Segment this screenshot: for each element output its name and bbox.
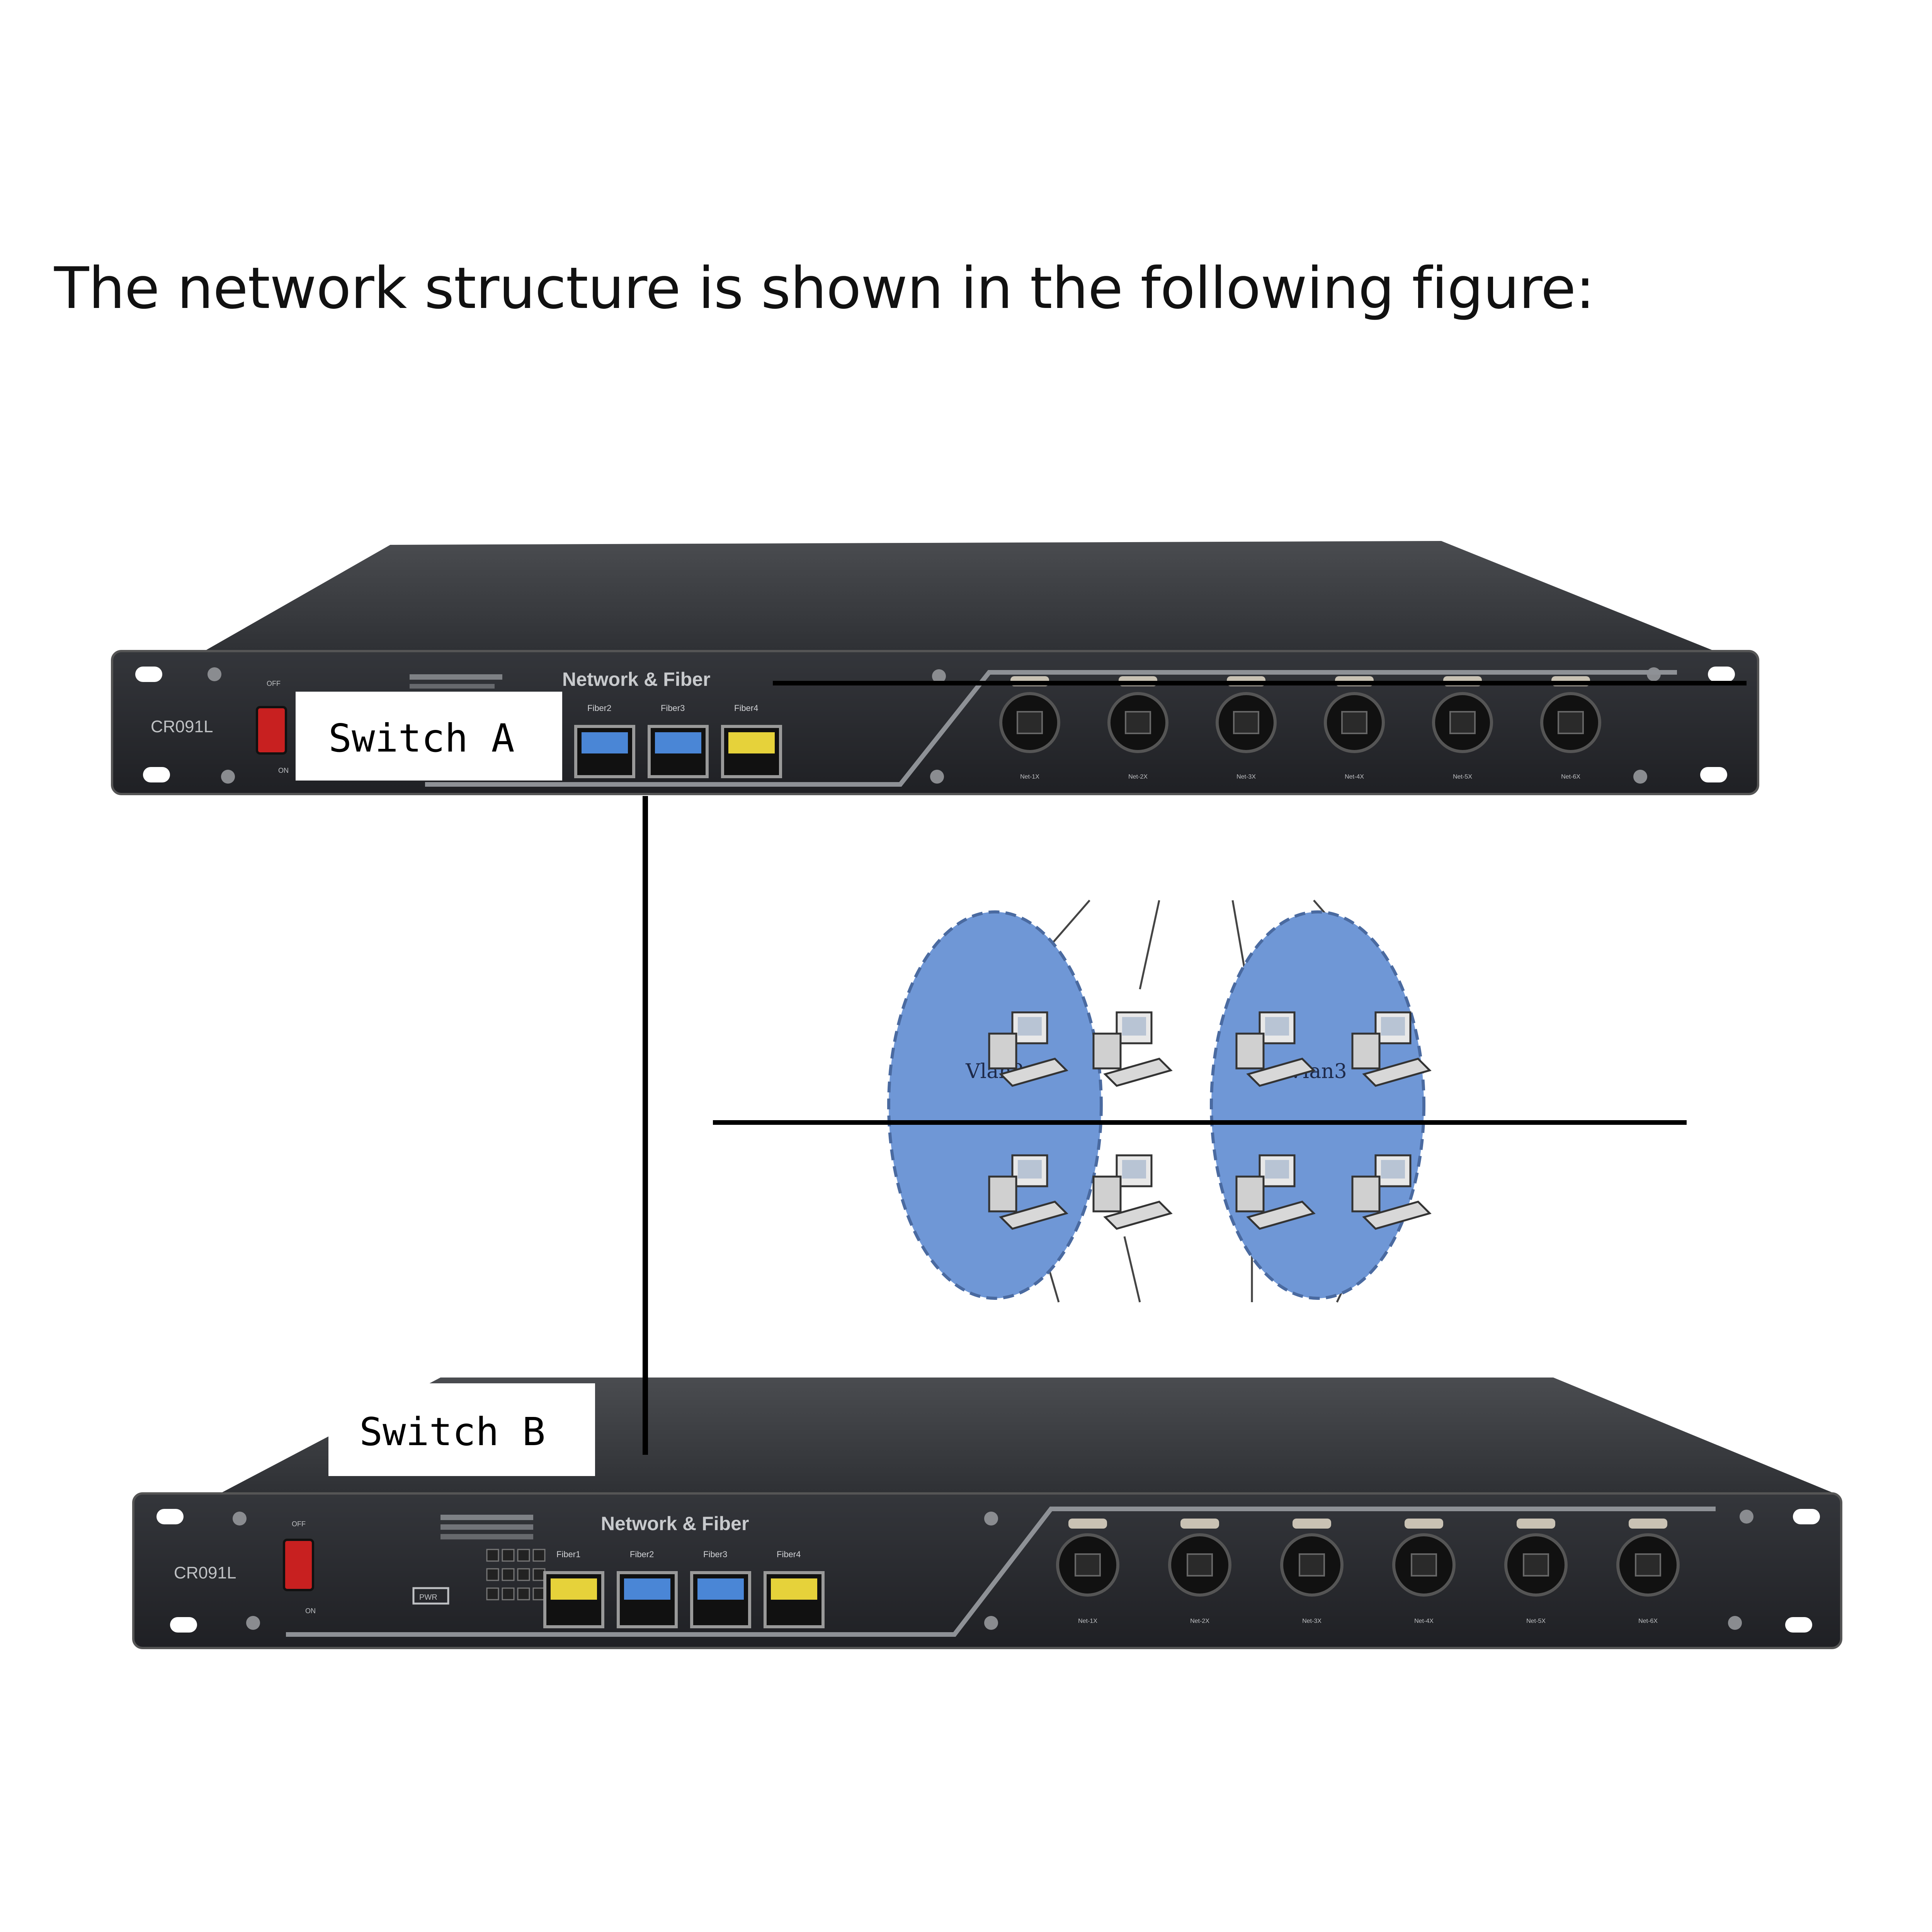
- switch-a-top-panel: [201, 541, 1719, 653]
- sfp-port-icon[interactable]: [764, 1571, 825, 1628]
- switch-b-fiber-label: Fiber2: [630, 1549, 654, 1559]
- computer-icon: [1092, 1154, 1173, 1230]
- switch-b-port-label: Net-5X: [1526, 1618, 1546, 1624]
- vlan2-group: [887, 910, 1103, 1300]
- rj45-port-icon[interactable]: [1504, 1519, 1568, 1597]
- switch-b-port-label: Net-2X: [1190, 1618, 1209, 1624]
- switch-a-power-on-label: ON: [278, 767, 289, 774]
- switch-a: CR091L OFF ON Network & Fiber Fiber2 Fib…: [111, 541, 1759, 795]
- switch-b-fiber-label: Fiber4: [777, 1549, 801, 1559]
- computer-icon: [988, 1154, 1068, 1230]
- switch-b-port-label: Net-4X: [1414, 1618, 1434, 1624]
- switch-b-pwr-label: PWR: [419, 1593, 437, 1602]
- switch-a-model: CR091L: [151, 717, 213, 736]
- switch-a-label-box: [296, 692, 562, 781]
- switch-b-led-grid: [486, 1549, 546, 1600]
- switch-a-status-legend: [410, 674, 502, 680]
- sfp-port-icon[interactable]: [721, 725, 782, 778]
- computer-icon: [1235, 1154, 1316, 1230]
- switch-a-port-label: Net-1X: [1020, 774, 1039, 780]
- vlan-diagram: Vlan2 Vlan3: [713, 900, 1687, 1303]
- computer-icon: [1092, 1011, 1173, 1087]
- switch-a-fiber-label: Fiber4: [734, 703, 758, 713]
- switch-b-pwr-indicator: [412, 1587, 449, 1605]
- mounting-ear-icon: [135, 667, 1735, 782]
- switch-b-brand: Network & Fiber: [601, 1513, 749, 1534]
- switch-a-panel-trim: [425, 670, 1677, 787]
- computer-icon: [1235, 1011, 1316, 1087]
- rj45-port-icon[interactable]: [1432, 676, 1493, 753]
- sfp-port-icon[interactable]: [543, 1571, 604, 1628]
- sfp-port-icon[interactable]: [574, 725, 635, 778]
- rj45-port-icon[interactable]: [1168, 1519, 1231, 1597]
- switch-b-model: CR091L: [174, 1563, 236, 1582]
- switch-b-power-off-label: OFF: [292, 1520, 306, 1528]
- computer-icon: [988, 1011, 1068, 1087]
- switch-a-fiber-label: Fiber2: [587, 703, 611, 713]
- switch-b-fiber-label: Fiber3: [703, 1549, 727, 1559]
- switch-a-label: Switch A: [328, 716, 515, 761]
- switch-b-label-box: [328, 1383, 595, 1476]
- page-heading: The network structure is shown in the fo…: [54, 255, 1595, 321]
- switch-b-port-label: Net-3X: [1302, 1618, 1321, 1624]
- mounting-ear-icon: [156, 1509, 1820, 1633]
- computer-icon: [1351, 1154, 1432, 1230]
- switch-a-power-off-label: OFF: [267, 680, 281, 687]
- switch-b-panel-trim: [286, 1507, 1716, 1637]
- switch-b: CR091L OFF ON PWR Network & Fiber Fiber1…: [132, 1378, 1842, 1649]
- switch-b-top-panel: [216, 1378, 1839, 1495]
- switch-b-status-legend: [440, 1515, 533, 1520]
- switch-a-port-label: Net-5X: [1453, 774, 1472, 780]
- switch-a-port-label: Net-6X: [1561, 774, 1580, 780]
- switch-a-port-label: Net-3X: [1236, 774, 1256, 780]
- switch-a-fiber-label: Fiber3: [661, 703, 685, 713]
- vlan3-group: [1210, 910, 1425, 1300]
- switch-a-port-label: Net-2X: [1128, 774, 1148, 780]
- computer-icon: [1351, 1011, 1432, 1087]
- power-rocker-icon[interactable]: [256, 706, 287, 755]
- power-rocker-icon[interactable]: [283, 1539, 314, 1591]
- switch-b-label: Switch B: [359, 1409, 546, 1454]
- rj45-port-icon[interactable]: [1392, 1519, 1456, 1597]
- sfp-port-icon[interactable]: [617, 1571, 678, 1628]
- switch-b-fiber-label: Fiber1: [556, 1549, 580, 1559]
- sfp-port-icon[interactable]: [648, 725, 709, 778]
- sfp-port-icon[interactable]: [690, 1571, 751, 1628]
- switch-a-brand: Network & Fiber: [562, 668, 710, 690]
- switch-b-power-on-label: ON: [305, 1607, 316, 1615]
- rj45-port-icon[interactable]: [1616, 1519, 1680, 1597]
- switch-b-ethernet-ports: [1056, 1519, 1680, 1597]
- rj45-port-icon[interactable]: [1280, 1519, 1344, 1597]
- rj45-port-icon[interactable]: [1056, 1519, 1119, 1597]
- switch-b-port-label: Net-1X: [1078, 1618, 1097, 1624]
- screw-icon: [233, 1510, 1753, 1630]
- switch-a-port-label: Net-4X: [1345, 774, 1364, 780]
- switch-b-port-label: Net-6X: [1638, 1618, 1658, 1624]
